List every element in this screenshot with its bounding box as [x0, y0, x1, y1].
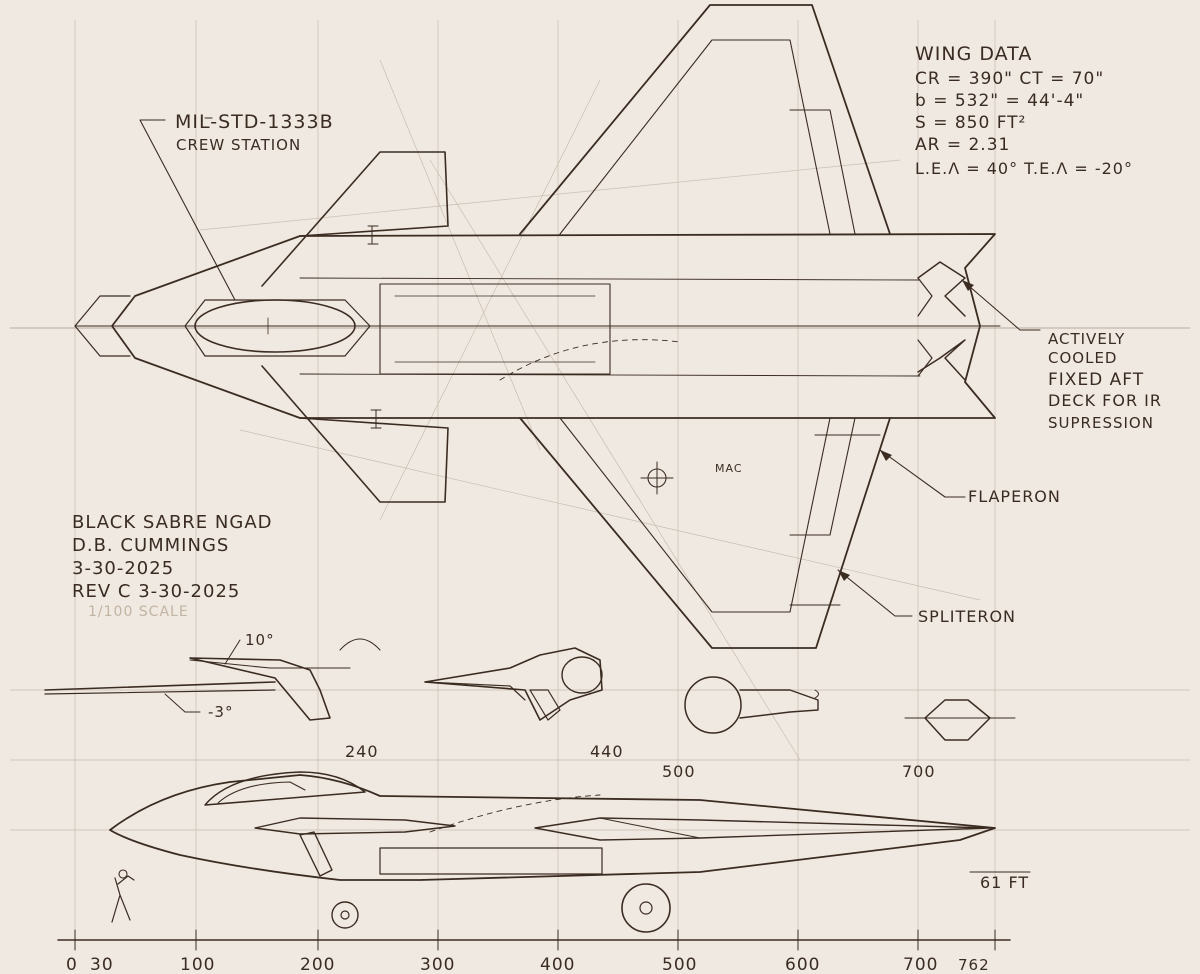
- wing-data-title: WING DATA: [915, 43, 1032, 65]
- angle-label-up: 10°: [245, 631, 275, 649]
- section-views: [44, 638, 1016, 741]
- scale-tick-label: 762: [958, 956, 990, 974]
- scale-tick-label: 400: [540, 955, 575, 974]
- scale-tick-label: 200: [300, 955, 335, 974]
- station-label: 240: [345, 742, 379, 761]
- scale-note: 1/100 SCALE: [88, 604, 189, 620]
- station-label: 700: [902, 762, 936, 781]
- wing-data-line: CR = 390" CT = 70": [915, 69, 1104, 89]
- scale-tick-label: 500: [662, 955, 697, 974]
- plan-view: [74, 4, 1041, 649]
- aft-deck-label: COOLED: [1048, 349, 1117, 367]
- title-block-line: D.B. CUMMINGS: [72, 535, 229, 556]
- title-block-line: 3-30-2025: [72, 558, 174, 579]
- construction-grid: [10, 20, 1190, 945]
- wing-data-line: b = 532" = 44'-4": [915, 91, 1084, 111]
- scale-tick-label: 300: [420, 955, 455, 974]
- aft-deck-label: ACTIVELY: [1048, 330, 1125, 348]
- annotations: MIL-STD-1333B CREW STATION WING DATA CR …: [66, 43, 1162, 974]
- flaperon-label: FLAPERON: [968, 487, 1061, 506]
- wing-data-line: AR = 2.31: [915, 135, 1010, 155]
- scale-tick-label: 100: [180, 955, 215, 974]
- station-label: 500: [662, 762, 696, 781]
- angle-label-down: -3°: [208, 703, 233, 721]
- station-label: 440: [590, 742, 624, 761]
- spliteron-label: SPLITERON: [918, 607, 1016, 626]
- wing-data-line: L.E.Λ = 40° T.E.Λ = -20°: [915, 159, 1133, 178]
- scale-tick-label: 700: [903, 955, 938, 974]
- mac-label: MAC: [715, 462, 743, 475]
- aft-deck-label: SUPRESSION: [1048, 414, 1154, 432]
- wing-data-line: S = 850 FT²: [915, 113, 1026, 133]
- title-block-line: REV C 3-30-2025: [72, 581, 240, 602]
- aft-deck-label: DECK FOR IR: [1048, 391, 1162, 410]
- scale-tick-label: 0: [66, 955, 78, 974]
- crew-station-label-2: CREW STATION: [176, 136, 301, 154]
- scale-tick-label: 30: [90, 955, 114, 974]
- scale-tick-label: 600: [785, 955, 820, 974]
- aft-deck-label: FIXED AFT: [1048, 370, 1144, 390]
- length-label: 61 FT: [980, 873, 1029, 892]
- crew-station-label: MIL-STD-1333B: [175, 111, 334, 133]
- title-block-line: BLACK SABRE NGAD: [72, 512, 273, 533]
- side-view: [57, 771, 1031, 951]
